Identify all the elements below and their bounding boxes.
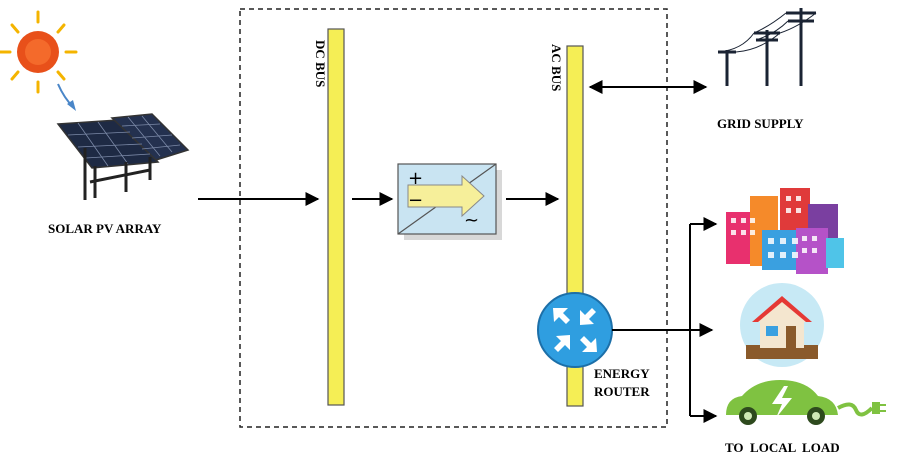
dc-bus (327, 28, 345, 406)
inverter-minus: − (408, 190, 423, 211)
buildings-icon (726, 188, 844, 274)
house-icon (740, 283, 824, 367)
grid-supply-label: GRID SUPPLY (717, 116, 804, 131)
inverter-icon: + − ~ (397, 163, 502, 240)
energy-router-enclosure (239, 8, 668, 428)
dc-bus-label: DC BUS (313, 40, 328, 87)
ac-bus-label: AC BUS (549, 44, 564, 91)
inverter-ac: ~ (464, 210, 479, 231)
router-label-line2: ROUTER (594, 384, 650, 399)
power-tower-icon (718, 8, 816, 86)
sunlight-arrow-head (67, 100, 76, 111)
solar-pv-array-label: SOLAR PV ARRAY (48, 221, 162, 236)
energy-router-icon (537, 292, 613, 368)
inverter-plus: + (408, 168, 423, 189)
sun-icon (0, 10, 78, 94)
electric-car-icon (726, 380, 886, 425)
solar-panel-icon (56, 113, 190, 200)
power-lines (717, 12, 817, 53)
router-label-line1: ENERGY (594, 366, 650, 381)
local-load-label: TO LOCAL LOAD (725, 440, 840, 455)
